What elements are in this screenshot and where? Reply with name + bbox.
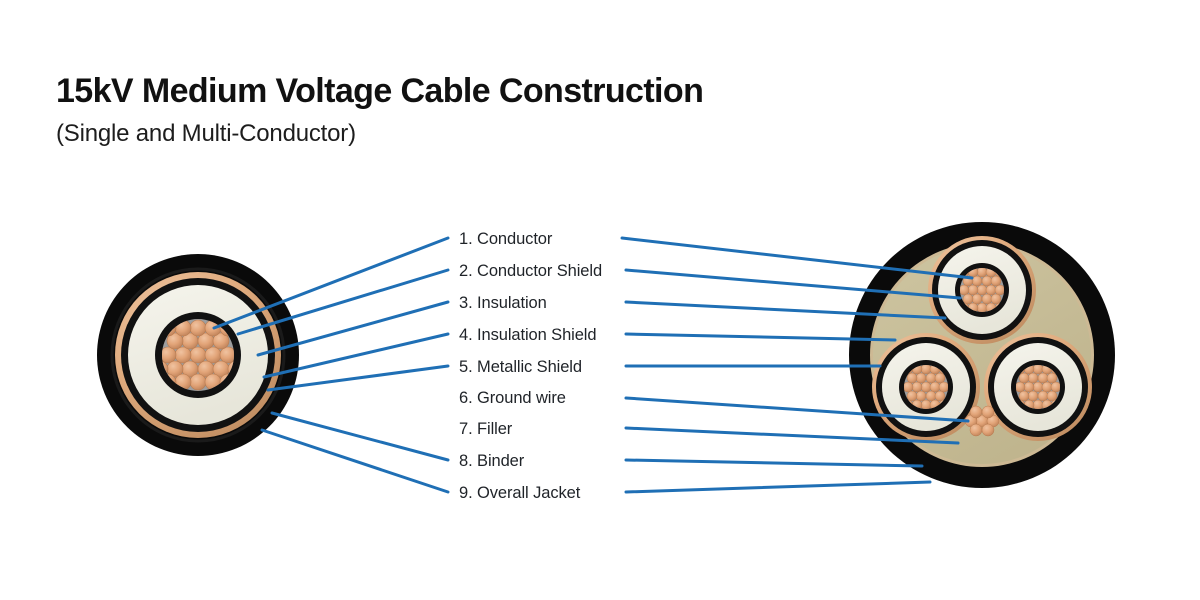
legend-item-5: 5. Metallic Shield bbox=[459, 358, 582, 376]
leader-line-left-5 bbox=[266, 364, 450, 392]
leader-line-left-4 bbox=[262, 332, 450, 379]
legend-item-6: 6. Ground wire bbox=[459, 389, 566, 407]
conductor-strand bbox=[162, 319, 234, 391]
legend-list: 1. Conductor 2. Conductor Shield 3. Insu… bbox=[459, 230, 602, 502]
leader-line-left-8 bbox=[270, 411, 450, 462]
legend-item-2: 2. Conductor Shield bbox=[459, 262, 602, 280]
conductor-assembly-top bbox=[928, 236, 1036, 344]
leader-line-right-6 bbox=[624, 396, 970, 423]
leader-line-right-3 bbox=[624, 300, 947, 320]
conductor-assembly-bottom-left bbox=[872, 333, 980, 441]
leader-line-right-8 bbox=[624, 458, 924, 468]
title-block: 15kV Medium Voltage Cable Construction (… bbox=[56, 72, 916, 148]
leader-line-left-2 bbox=[236, 268, 450, 336]
leader-line-right-7 bbox=[624, 426, 960, 445]
multi-conductor-cable bbox=[849, 222, 1115, 488]
leader-line-right-1 bbox=[620, 236, 974, 280]
legend-item-3: 3. Insulation bbox=[459, 294, 547, 312]
leader-line-right-2 bbox=[624, 268, 962, 300]
page-title: 15kV Medium Voltage Cable Construction bbox=[56, 72, 704, 110]
single-conductor-cable bbox=[97, 254, 299, 456]
legend-item-7: 7. Filler bbox=[459, 420, 513, 438]
legend-item-8: 8. Binder bbox=[459, 452, 525, 470]
leader-line-left-9 bbox=[260, 428, 450, 494]
leader-line-left-1 bbox=[212, 236, 450, 330]
leader-line-right-4 bbox=[624, 332, 897, 342]
legend-item-9: 9. Overall Jacket bbox=[459, 484, 581, 502]
legend-item-1: 1. Conductor bbox=[459, 230, 553, 248]
page-subtitle: (Single and Multi-Conductor) bbox=[56, 120, 356, 148]
leader-line-right-9 bbox=[624, 480, 932, 494]
ground-wire-bundle bbox=[964, 405, 1000, 437]
leader-line-left-3 bbox=[256, 300, 450, 357]
conductor-strand-bundle bbox=[162, 319, 234, 391]
layer-binder-ring bbox=[110, 267, 286, 443]
leader-lines bbox=[212, 236, 974, 494]
conductor-assembly-bottom-right bbox=[984, 333, 1092, 441]
legend-item-4: 4. Insulation Shield bbox=[459, 326, 596, 344]
